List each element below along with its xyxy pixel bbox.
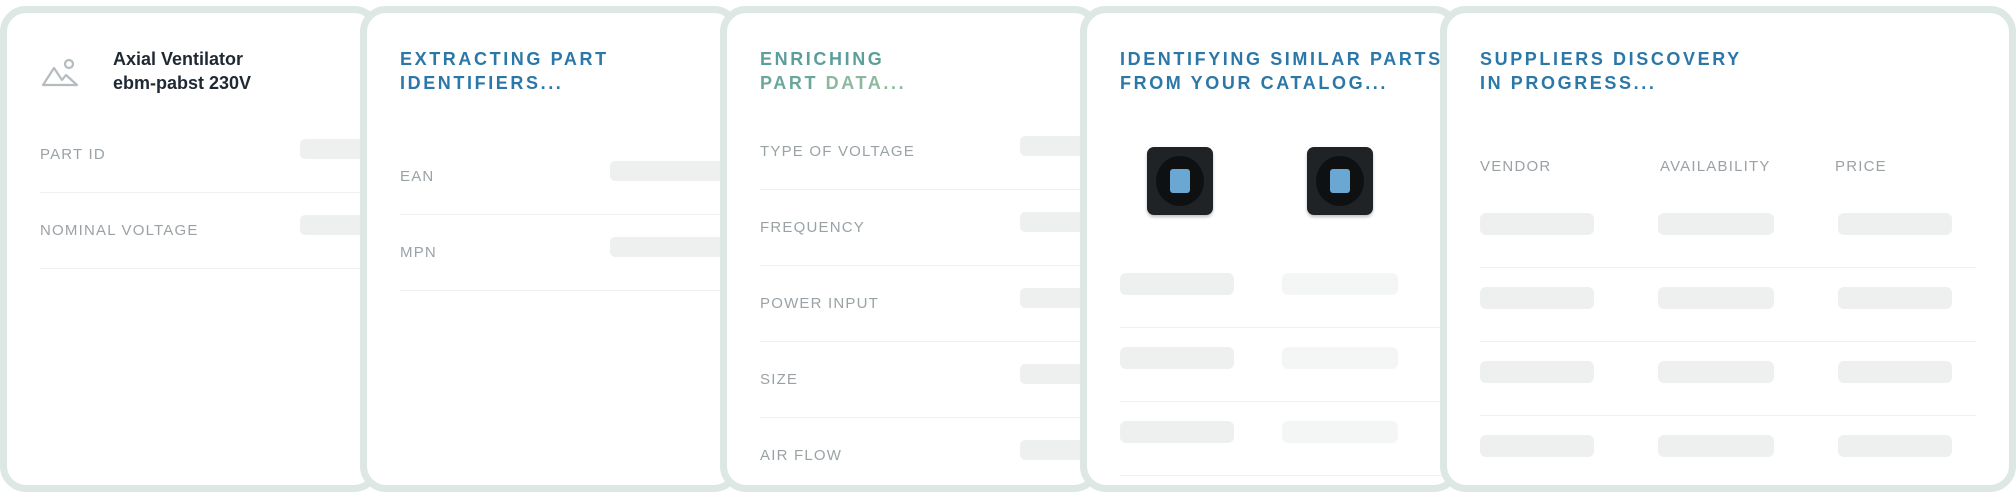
similar-part-row xyxy=(1120,401,1453,476)
field-label: MPN xyxy=(400,244,437,261)
field-label: TYPE OF VOLTAGE xyxy=(760,143,915,160)
value-placeholder xyxy=(610,237,733,257)
field-label: AIR FLOW xyxy=(760,447,843,464)
field-type-of-voltage: TYPE OF VOLTAGE xyxy=(760,113,1093,190)
supplier-row xyxy=(1480,341,1976,416)
fan-label xyxy=(1170,169,1190,193)
column-header-availability: AVAILABILITY xyxy=(1660,158,1771,175)
enriching-heading: ENRICHING PART DATA... xyxy=(760,47,906,95)
value-placeholder xyxy=(1020,440,1093,460)
heading-line: EXTRACTING PART xyxy=(400,49,609,69)
supplier-row xyxy=(1480,193,1976,268)
value-placeholder xyxy=(300,215,373,235)
heading-line: IDENTIFYING SIMILAR PARTS xyxy=(1120,49,1443,69)
heading-part: PART xyxy=(760,73,826,93)
supplier-row xyxy=(1480,415,1976,485)
field-size: SIZE xyxy=(760,341,1093,418)
vendor-placeholder xyxy=(1480,213,1594,235)
availability-placeholder xyxy=(1658,287,1774,309)
name-placeholder xyxy=(1120,347,1234,369)
heading-line: PART DATA... xyxy=(760,71,906,95)
similar-parts-card: IDENTIFYING SIMILAR PARTS FROM YOUR CATA… xyxy=(1080,6,1460,492)
value-placeholder xyxy=(1282,273,1398,295)
field-mpn: MPN xyxy=(400,214,733,291)
heading-line: IDENTIFIERS... xyxy=(400,73,564,93)
column-header-price: PRICE xyxy=(1835,158,1887,175)
vendor-placeholder xyxy=(1480,287,1594,309)
field-label: POWER INPUT xyxy=(760,295,880,312)
product-name-line2: ebm-pabst 230V xyxy=(113,73,252,93)
value-placeholder xyxy=(1282,347,1398,369)
similar-part-row xyxy=(1120,327,1453,402)
suppliers-card: SUPPLIERS DISCOVERY IN PROGRESS... VENDO… xyxy=(1440,6,2016,492)
suppliers-heading: SUPPLIERS DISCOVERY IN PROGRESS... xyxy=(1480,47,1742,95)
heading-line: FROM YOUR CATALOG... xyxy=(1120,73,1388,93)
field-air-flow: AIR FLOW xyxy=(760,417,1093,485)
heading-part: DATA... xyxy=(825,73,907,93)
price-placeholder xyxy=(1838,213,1952,235)
name-placeholder xyxy=(1120,421,1234,443)
vendor-placeholder xyxy=(1480,361,1594,383)
vendor-placeholder xyxy=(1480,435,1594,457)
heading-line: SUPPLIERS DISCOVERY xyxy=(1480,49,1742,69)
similar-part-row xyxy=(1120,253,1453,328)
field-power-input: POWER INPUT xyxy=(760,265,1093,342)
field-label: FREQUENCY xyxy=(760,219,865,236)
name-placeholder xyxy=(1120,273,1234,295)
enriching-card: ENRICHING PART DATA... TYPE OF VOLTAGE F… xyxy=(720,6,1100,492)
field-nominal-voltage: NOMINAL VOLTAGE xyxy=(40,192,373,269)
column-header-vendor: VENDOR xyxy=(1480,158,1552,175)
heading-line: ENRICHING xyxy=(760,49,885,69)
value-placeholder xyxy=(300,139,373,159)
extracting-card: EXTRACTING PART IDENTIFIERS... EAN MPN xyxy=(360,6,740,492)
value-placeholder xyxy=(1282,421,1398,443)
product-name: Axial Ventilator ebm-pabst 230V xyxy=(113,47,251,95)
field-label: SIZE xyxy=(760,371,799,388)
field-frequency: FREQUENCY xyxy=(760,189,1093,266)
fan-photo[interactable] xyxy=(1307,147,1373,215)
field-part-id: PART ID xyxy=(40,116,373,193)
availability-placeholder xyxy=(1658,361,1774,383)
fan-label xyxy=(1330,169,1350,193)
similar-parts-heading: IDENTIFYING SIMILAR PARTS FROM YOUR CATA… xyxy=(1120,47,1443,95)
supplier-row xyxy=(1480,267,1976,342)
image-placeholder-icon xyxy=(41,58,79,87)
value-placeholder xyxy=(1020,288,1093,308)
field-ean: EAN xyxy=(400,138,733,215)
value-placeholder xyxy=(1020,364,1093,384)
value-placeholder xyxy=(610,161,733,181)
value-placeholder xyxy=(1020,212,1093,232)
product-card: Axial Ventilator ebm-pabst 230V PART ID … xyxy=(0,6,380,492)
field-label: NOMINAL VOLTAGE xyxy=(40,222,199,239)
availability-placeholder xyxy=(1658,213,1774,235)
field-label: EAN xyxy=(400,168,435,185)
field-label: PART ID xyxy=(40,146,106,163)
extracting-heading: EXTRACTING PART IDENTIFIERS... xyxy=(400,47,609,95)
price-placeholder xyxy=(1838,361,1952,383)
value-placeholder xyxy=(1020,136,1093,156)
fan-photo[interactable] xyxy=(1147,147,1213,215)
heading-line: IN PROGRESS... xyxy=(1480,73,1657,93)
product-name-line1: Axial Ventilator xyxy=(113,49,244,69)
price-placeholder xyxy=(1838,435,1952,457)
availability-placeholder xyxy=(1658,435,1774,457)
price-placeholder xyxy=(1838,287,1952,309)
